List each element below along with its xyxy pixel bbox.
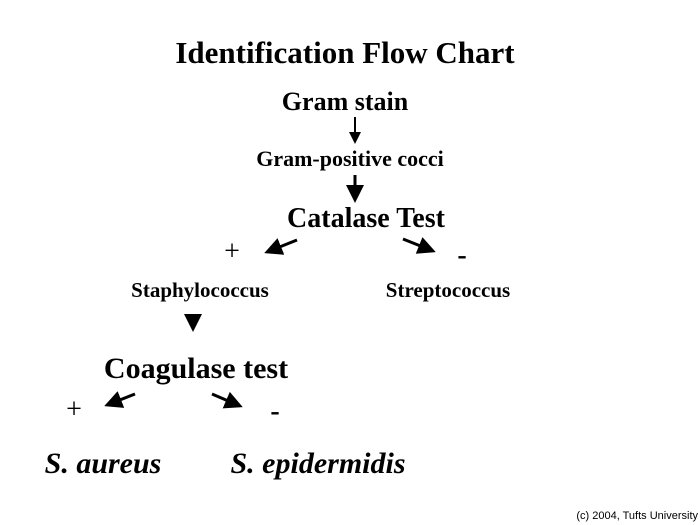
arrow-coagulase-to-aureus (104, 391, 136, 408)
node-staphylococcus: Staphylococcus (131, 278, 269, 302)
node-coagulase-test: Coagulase test (103, 352, 289, 385)
arrow-catalase-to-staph (264, 238, 298, 255)
arrow-coagulase-to-epidermidis (211, 391, 243, 409)
node-gram-stain: Gram stain (281, 87, 409, 116)
catalase-negative-sign: - (457, 240, 467, 271)
coagulase-negative-sign: - (270, 396, 280, 427)
node-streptococcus: Streptococcus (385, 278, 511, 302)
arrow-catalase-to-strep (402, 237, 436, 254)
coagulase-positive-sign: + (66, 394, 82, 425)
node-gram-positive-cocci: Gram-positive cocci (256, 146, 444, 171)
node-catalase-test: Catalase Test (287, 203, 445, 234)
node-s-epidermidis: S. epidermidis (230, 447, 406, 480)
catalase-positive-sign: + (224, 236, 240, 267)
chart-title: Identification Flow Chart (175, 35, 515, 70)
copyright-notice: (c) 2004, Tufts University (576, 510, 698, 522)
node-s-aureus: S. aureus (44, 447, 162, 480)
